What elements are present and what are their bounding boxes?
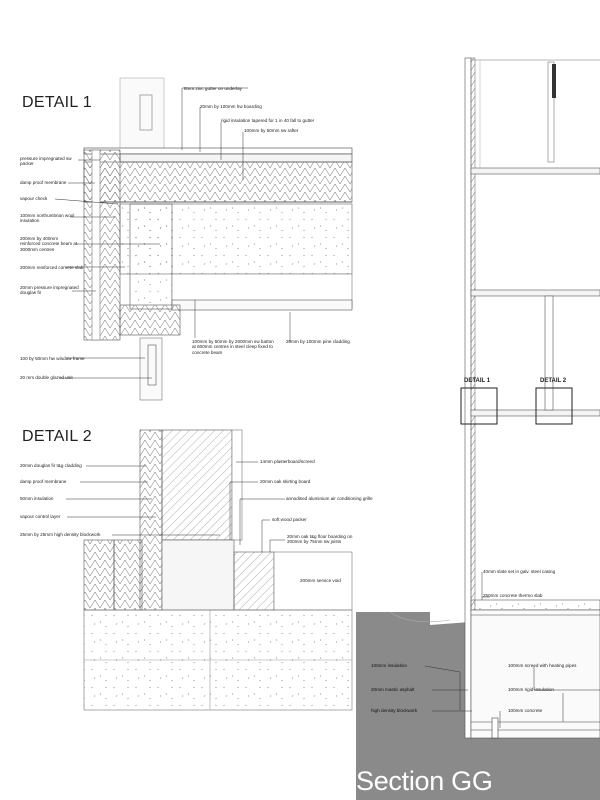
section-label-insulation: 100mm insulation <box>371 663 408 668</box>
section-detail1-tag: DETAIL 1 <box>464 378 491 384</box>
d1-label-dpm: damp proof membrane <box>20 180 67 185</box>
d1-label-batton: 100mm by 50mm by 2600mm sw batton at 600… <box>192 339 274 355</box>
d1-label-beam: 200mm by 400mm reinforced concrete beam … <box>20 236 78 252</box>
section-gg-title: Section GG <box>356 766 493 796</box>
section-label-rigid-insulation: 100mm rigid insulation <box>508 687 554 692</box>
section-label-thermo-slab: 250mm concrete thermo slab <box>483 593 543 598</box>
d2-label-dpm: damp proof membrane <box>20 479 67 484</box>
section-label-concrete: 100mm concrete <box>508 708 543 713</box>
section-label-blockwork: high density blockwork <box>371 708 418 713</box>
section-label-slate: 40mm slate set in galv. steel casing <box>483 569 556 574</box>
d2-label-vapour-control: vapour control layer <box>20 514 61 519</box>
d1-label-gutter: 8mm zinc gutter on underlay <box>184 86 242 91</box>
d1-label-rigid-insulation: rigid insulation tapered for 1 in 40 fal… <box>221 118 315 123</box>
d2-label-plasterboard: 14mm plasterboard/screed <box>260 459 315 464</box>
detail2-title: DETAIL 2 <box>22 428 92 445</box>
section-gg-drawing <box>356 57 600 800</box>
detail1-drawing <box>54 77 353 401</box>
d1-label-wool-insulation: 100mm northumbrian wool insulation <box>20 213 75 224</box>
d1-label-hw-boarding: 20mm by 100mm hw boarding <box>200 104 262 109</box>
d1-label-pine-cladding: 20mm by 100mm pine cladding <box>286 339 350 344</box>
d2-label-floor-boarding: 20mm oak t&g floor boarding on 200mm by … <box>287 534 353 545</box>
d1-label-vapour-check: vapour check <box>20 196 48 201</box>
detail2-drawing <box>66 429 353 711</box>
section-label-asphalt: 20mm mastic asphalt <box>371 687 415 692</box>
d1-label-slab: 200mm reinforced conrete slab <box>20 265 84 270</box>
d2-label-grille: annodised aluminium air conditioning gri… <box>286 496 373 501</box>
d1-label-douglas-fir: 20mm pressure impregnated douglas fir <box>20 285 79 296</box>
d2-label-insulation: 50mm insulation <box>20 496 54 501</box>
section-detail2-tag: DETAIL 2 <box>540 378 567 384</box>
detail1-title: DETAIL 1 <box>22 94 92 111</box>
d2-label-packer: soft wood packer <box>272 517 307 522</box>
d2-label-blockwork: 25mm by 25mm high density blockwork <box>20 532 101 537</box>
section-label-screed: 100mm screed with heating pipes <box>508 663 577 668</box>
d1-label-window-frame: 100 by 50mm hw window frame <box>20 356 85 361</box>
d2-label-cladding: 20mm douglas fir t&g cladding <box>20 463 82 468</box>
d2-label-skirting: 20mm oak skirting board <box>260 479 311 484</box>
d1-label-rafter: 100mm by 50mm sw rafter <box>244 128 299 133</box>
d1-label-glazed-unit: 20 mm double glazed unit <box>20 375 73 380</box>
d1-label-packer: pressure impregnated sw packer <box>20 156 72 167</box>
d2-label-service-void: 200mm service void <box>300 578 341 583</box>
